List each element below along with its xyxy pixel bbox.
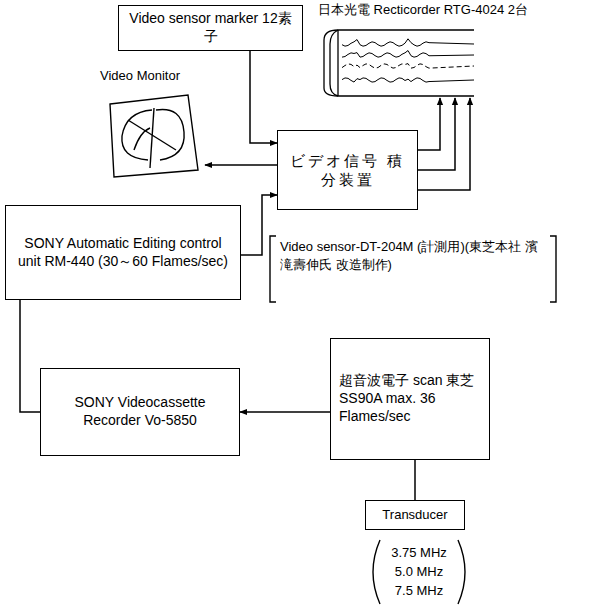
process-box: ビデオ信号 積分装置 — [277, 130, 418, 210]
process-box: 超音波電子 scan 東芝 SS90A max. 36 Flames/sec — [330, 338, 490, 460]
annotation-note: Video sensor-DT-204M (計測用)(東芝本社 濱滝壽伸氏 改造… — [280, 238, 548, 273]
process-box: SONY Videocassette Recorder Vo-5850 — [40, 368, 240, 456]
connector-arrow — [418, 98, 455, 170]
node-text: 超音波電子 scan 東芝 SS90A max. 36 Flames/sec — [339, 372, 481, 426]
trace-line — [342, 39, 474, 46]
trace-line — [342, 64, 474, 69]
connector-arrow — [241, 195, 277, 255]
node-text: 日本光電 Recticorder RTG-4024 2台 — [318, 2, 583, 19]
recorder-traces — [342, 39, 474, 82]
connector-arrow — [205, 164, 277, 166]
connector-arrow — [240, 411, 330, 413]
recorder-paper — [324, 30, 474, 96]
process-box: Video sensor marker 12素子 — [118, 5, 303, 51]
monitor-drawing — [110, 95, 198, 177]
connector-arrow — [418, 98, 440, 150]
node-text: ビデオ信号 積分装置 — [286, 151, 409, 189]
monitor-device: Video Monitor — [100, 68, 205, 178]
trace-line — [342, 78, 474, 82]
connector-arrow — [418, 98, 470, 190]
connector-arrow — [250, 51, 277, 143]
node-text: SONY Videocassette Recorder Vo-5850 — [49, 394, 231, 430]
node-text: Transducer — [374, 507, 456, 524]
connector-arrow — [20, 300, 40, 412]
trace-line — [342, 51, 474, 58]
frequency-label: 7.5 MHz — [382, 582, 456, 600]
node-text: Video sensor marker 12素子 — [127, 10, 294, 46]
frequency-label: 5.0 MHz — [382, 563, 456, 581]
recorder-device: 日本光電 Recticorder RTG-4024 2台 — [318, 2, 583, 98]
node-text: SONY Automatic Editing control unit RM-4… — [14, 235, 232, 271]
node-text: Video Monitor — [100, 68, 205, 85]
process-box: Transducer — [365, 500, 465, 530]
frequency-label: 3.75 MHz — [382, 544, 456, 562]
parenthesis — [373, 540, 465, 604]
bracket — [270, 236, 556, 302]
process-box: SONY Automatic Editing control unit RM-4… — [5, 205, 241, 300]
connector-arrow — [414, 460, 416, 500]
